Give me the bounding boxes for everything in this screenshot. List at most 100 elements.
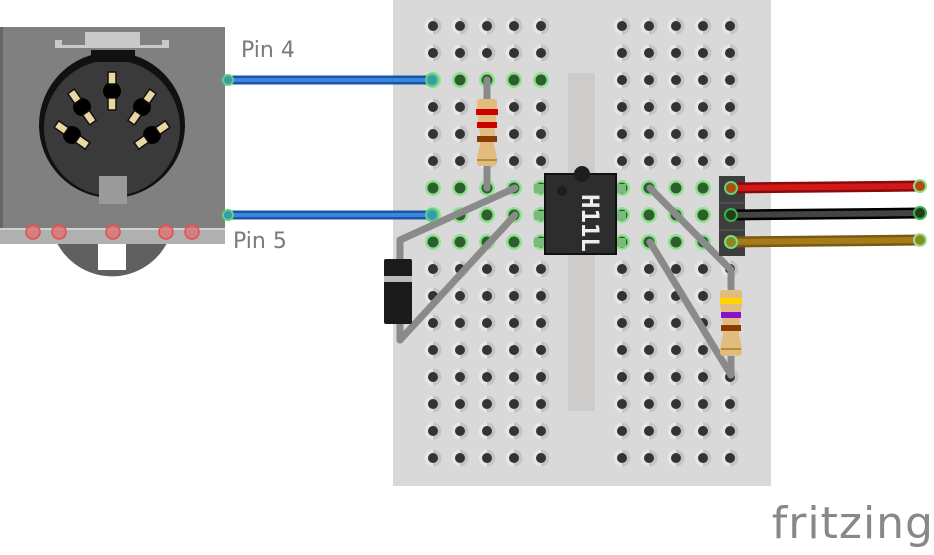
resistor-top-band-2 — [477, 122, 497, 128]
chip-notch — [574, 166, 590, 182]
breadboard-hole — [640, 125, 658, 143]
breadboard-hole — [451, 341, 469, 359]
breadboard-hole — [424, 152, 442, 170]
breadboard-hole — [613, 314, 631, 332]
breadboard-hole — [424, 260, 442, 278]
breadboard-hole — [424, 449, 442, 467]
breadboard-hole — [667, 314, 685, 332]
breadboard-hole — [532, 44, 550, 62]
breadboard-hole — [721, 125, 739, 143]
breadboard-hole — [478, 449, 496, 467]
breadboard-hole — [721, 395, 739, 413]
connected-hole — [668, 180, 684, 196]
midi-pin-3 — [126, 88, 158, 126]
signal-wire — [724, 233, 927, 249]
breadboard-hole — [721, 449, 739, 467]
breadboard-hole — [424, 341, 442, 359]
resistor-top-band-1 — [476, 109, 498, 115]
midi-pin-5 — [133, 119, 171, 151]
diode-cathode-band — [384, 276, 412, 282]
breadboard-hole — [478, 341, 496, 359]
breadboard-hole — [532, 314, 550, 332]
breadboard-hole — [424, 422, 442, 440]
breadboard-hole — [478, 17, 496, 35]
breadboard-hole — [505, 341, 523, 359]
breadboard-hole — [721, 152, 739, 170]
breadboard-hole — [667, 17, 685, 35]
breadboard-hole — [478, 368, 496, 386]
breadboard-hole — [694, 260, 712, 278]
breadboard-hole — [451, 125, 469, 143]
breadboard-hole — [667, 341, 685, 359]
breadboard-hole — [613, 449, 631, 467]
breadboard-hole — [640, 341, 658, 359]
breadboard-hole — [451, 152, 469, 170]
midi-pads — [25, 224, 200, 240]
fritzing-logo: fritzing — [771, 498, 934, 549]
breadboard-hole — [640, 152, 658, 170]
breadboard-hole — [478, 314, 496, 332]
breadboard-hole — [721, 98, 739, 116]
chip-label: H11L — [576, 194, 604, 252]
breadboard-hole — [694, 287, 712, 305]
breadboard-hole — [505, 287, 523, 305]
breadboard-hole — [532, 368, 550, 386]
breadboard-hole — [640, 17, 658, 35]
breadboard-hole — [694, 341, 712, 359]
pin5-wire — [222, 208, 439, 222]
breadboard-hole — [694, 368, 712, 386]
breadboard-hole — [613, 341, 631, 359]
connected-hole — [695, 180, 711, 196]
breadboard-hole — [721, 44, 739, 62]
breadboard-hole — [613, 260, 631, 278]
breadboard-hole — [694, 449, 712, 467]
breadboard-hole — [640, 314, 658, 332]
vcc-wire — [724, 179, 927, 195]
breadboard-hole — [613, 368, 631, 386]
connected-hole — [425, 234, 441, 250]
breadboard-hole — [532, 260, 550, 278]
breadboard-hole — [613, 17, 631, 35]
connected-hole — [641, 207, 657, 223]
breadboard-hole — [667, 98, 685, 116]
breadboard-hole — [613, 395, 631, 413]
breadboard-hole — [694, 152, 712, 170]
breadboard-hole — [505, 449, 523, 467]
breadboard-hole — [721, 422, 739, 440]
midi-latch — [55, 32, 169, 48]
breadboard-hole — [667, 395, 685, 413]
resistor-right-band-2 — [721, 312, 741, 318]
connected-hole — [668, 234, 684, 250]
midi-pad-2 — [51, 224, 67, 240]
breadboard-hole — [505, 314, 523, 332]
breadboard-hole — [451, 314, 469, 332]
breadboard-hole — [532, 449, 550, 467]
resistor-right-band-1 — [720, 298, 742, 304]
breadboard-hole — [424, 17, 442, 35]
breadboard-hole — [667, 422, 685, 440]
breadboard-hole — [451, 17, 469, 35]
pin5-label: Pin 5 — [233, 229, 287, 254]
breadboard-hole — [505, 152, 523, 170]
connected-hole — [452, 180, 468, 196]
jumper-right-top — [646, 184, 735, 274]
midi-pad-1 — [25, 224, 41, 240]
breadboard-holes — [424, 17, 739, 467]
breadboard-hole — [424, 395, 442, 413]
breadboard-hole — [721, 71, 739, 89]
connected-hole — [695, 207, 711, 223]
breadboard-hole — [640, 71, 658, 89]
breadboard-hole — [640, 98, 658, 116]
breadboard-hole — [721, 17, 739, 35]
breadboard-hole — [505, 125, 523, 143]
breadboard-hole — [613, 287, 631, 305]
breadboard-hole — [451, 98, 469, 116]
midi-pin-4 — [53, 119, 91, 151]
connected-hole — [506, 234, 522, 250]
connected-hole — [425, 180, 441, 196]
breadboard-hole — [667, 152, 685, 170]
resistor-top-band-3 — [477, 136, 497, 142]
midi-connector — [0, 27, 225, 277]
breadboard-hole — [532, 17, 550, 35]
